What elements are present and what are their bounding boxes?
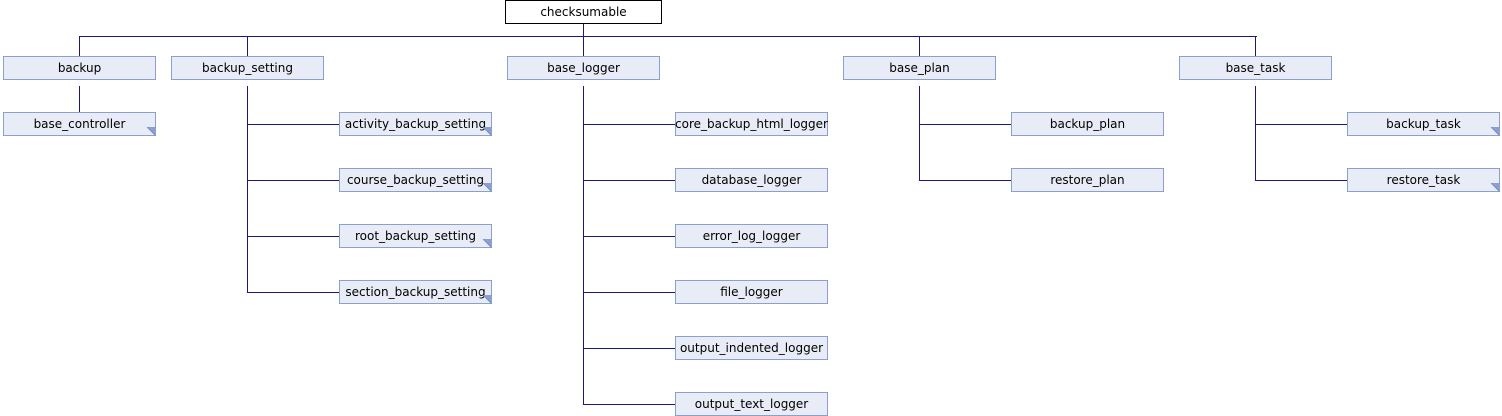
class-node-label: root_backup_setting bbox=[354, 229, 477, 243]
connector-to-section-setting bbox=[247, 292, 339, 293]
connector-to-root-setting bbox=[247, 236, 339, 237]
class-node-label: base_task bbox=[1225, 61, 1286, 75]
class-node-label: output_indented_logger bbox=[679, 341, 824, 355]
class-node-restore_task[interactable]: restore_task bbox=[1347, 168, 1500, 192]
connector-to-error-log-logger bbox=[583, 236, 675, 237]
class-node-label: core_backup_html_logger bbox=[675, 117, 828, 131]
class-node-label: base_logger bbox=[547, 61, 620, 75]
class-node-core_backup_html_logger[interactable]: core_backup_html_logger bbox=[675, 112, 828, 136]
connector-to-backup-plan bbox=[919, 124, 1011, 125]
class-node-label: file_logger bbox=[720, 285, 783, 299]
connector-setting-spine bbox=[247, 86, 248, 292]
class-node-label: output_text_logger bbox=[694, 397, 809, 411]
class-node-root_backup_setting[interactable]: root_backup_setting bbox=[339, 224, 492, 248]
class-node-label: checksumable bbox=[540, 5, 627, 19]
connector-drop-base-task bbox=[1255, 36, 1256, 56]
class-node-base_logger[interactable]: base_logger bbox=[507, 56, 660, 80]
class-node-restore_plan[interactable]: restore_plan bbox=[1011, 168, 1164, 192]
connector-logger-spine bbox=[583, 86, 584, 404]
class-node-backup_setting[interactable]: backup_setting bbox=[171, 56, 324, 80]
class-node-label: backup bbox=[57, 61, 102, 75]
class-node-backup[interactable]: backup bbox=[3, 56, 156, 80]
class-node-backup_plan[interactable]: backup_plan bbox=[1011, 112, 1164, 136]
class-node-section_backup_setting[interactable]: section_backup_setting bbox=[339, 280, 492, 304]
class-node-label: restore_task bbox=[1386, 173, 1461, 187]
class-node-label: backup_setting bbox=[202, 61, 293, 75]
connector-backup-to-controller bbox=[79, 86, 80, 112]
class-node-label: restore_plan bbox=[1050, 173, 1125, 187]
class-node-label: base_plan bbox=[889, 61, 950, 75]
connector-task-spine bbox=[1255, 86, 1256, 180]
connector-to-activity-setting bbox=[247, 124, 339, 125]
class-node-label: error_log_logger bbox=[702, 229, 801, 243]
connector-to-database-logger bbox=[583, 180, 675, 181]
class-node-label: backup_plan bbox=[1049, 117, 1126, 131]
class-node-base_plan[interactable]: base_plan bbox=[843, 56, 996, 80]
connector-to-course-setting bbox=[247, 180, 339, 181]
class-node-activity_backup_setting[interactable]: activity_backup_setting bbox=[339, 112, 492, 136]
connector-root-trunk bbox=[79, 36, 1257, 37]
connector-to-restore-plan bbox=[919, 180, 1011, 181]
class-node-file_logger[interactable]: file_logger bbox=[675, 280, 828, 304]
connector-to-restore-task bbox=[1255, 180, 1347, 181]
class-node-label: database_logger bbox=[701, 173, 802, 187]
class-node-course_backup_setting[interactable]: course_backup_setting bbox=[339, 168, 492, 192]
class-node-label: activity_backup_setting bbox=[344, 117, 487, 131]
class-node-backup_task[interactable]: backup_task bbox=[1347, 112, 1500, 136]
connector-root-stem bbox=[583, 24, 584, 36]
connector-drop-base-plan bbox=[919, 36, 920, 56]
class-node-output_indented_logger[interactable]: output_indented_logger bbox=[675, 336, 828, 360]
connector-to-output-indented bbox=[583, 348, 675, 349]
connector-to-core-backup-html bbox=[583, 124, 675, 125]
connector-drop-base-logger bbox=[583, 36, 584, 56]
class-node-base_task[interactable]: base_task bbox=[1179, 56, 1332, 80]
connector-to-backup-task bbox=[1255, 124, 1347, 125]
class-node-label: course_backup_setting bbox=[346, 173, 485, 187]
class-node-error_log_logger[interactable]: error_log_logger bbox=[675, 224, 828, 248]
connector-plan-spine bbox=[919, 86, 920, 180]
class-node-base_controller[interactable]: base_controller bbox=[3, 112, 156, 136]
class-node-label: backup_task bbox=[1386, 117, 1461, 131]
class-node-label: section_backup_setting bbox=[345, 285, 486, 299]
class-node-output_text_logger[interactable]: output_text_logger bbox=[675, 392, 828, 416]
class-node-database_logger[interactable]: database_logger bbox=[675, 168, 828, 192]
class-node-label: base_controller bbox=[33, 117, 126, 131]
connector-to-file-logger bbox=[583, 292, 675, 293]
connector-to-output-text bbox=[583, 404, 675, 405]
class-node-checksumable[interactable]: checksumable bbox=[505, 0, 662, 24]
connector-drop-backup bbox=[79, 36, 80, 56]
connector-drop-backup-setting bbox=[247, 36, 248, 56]
